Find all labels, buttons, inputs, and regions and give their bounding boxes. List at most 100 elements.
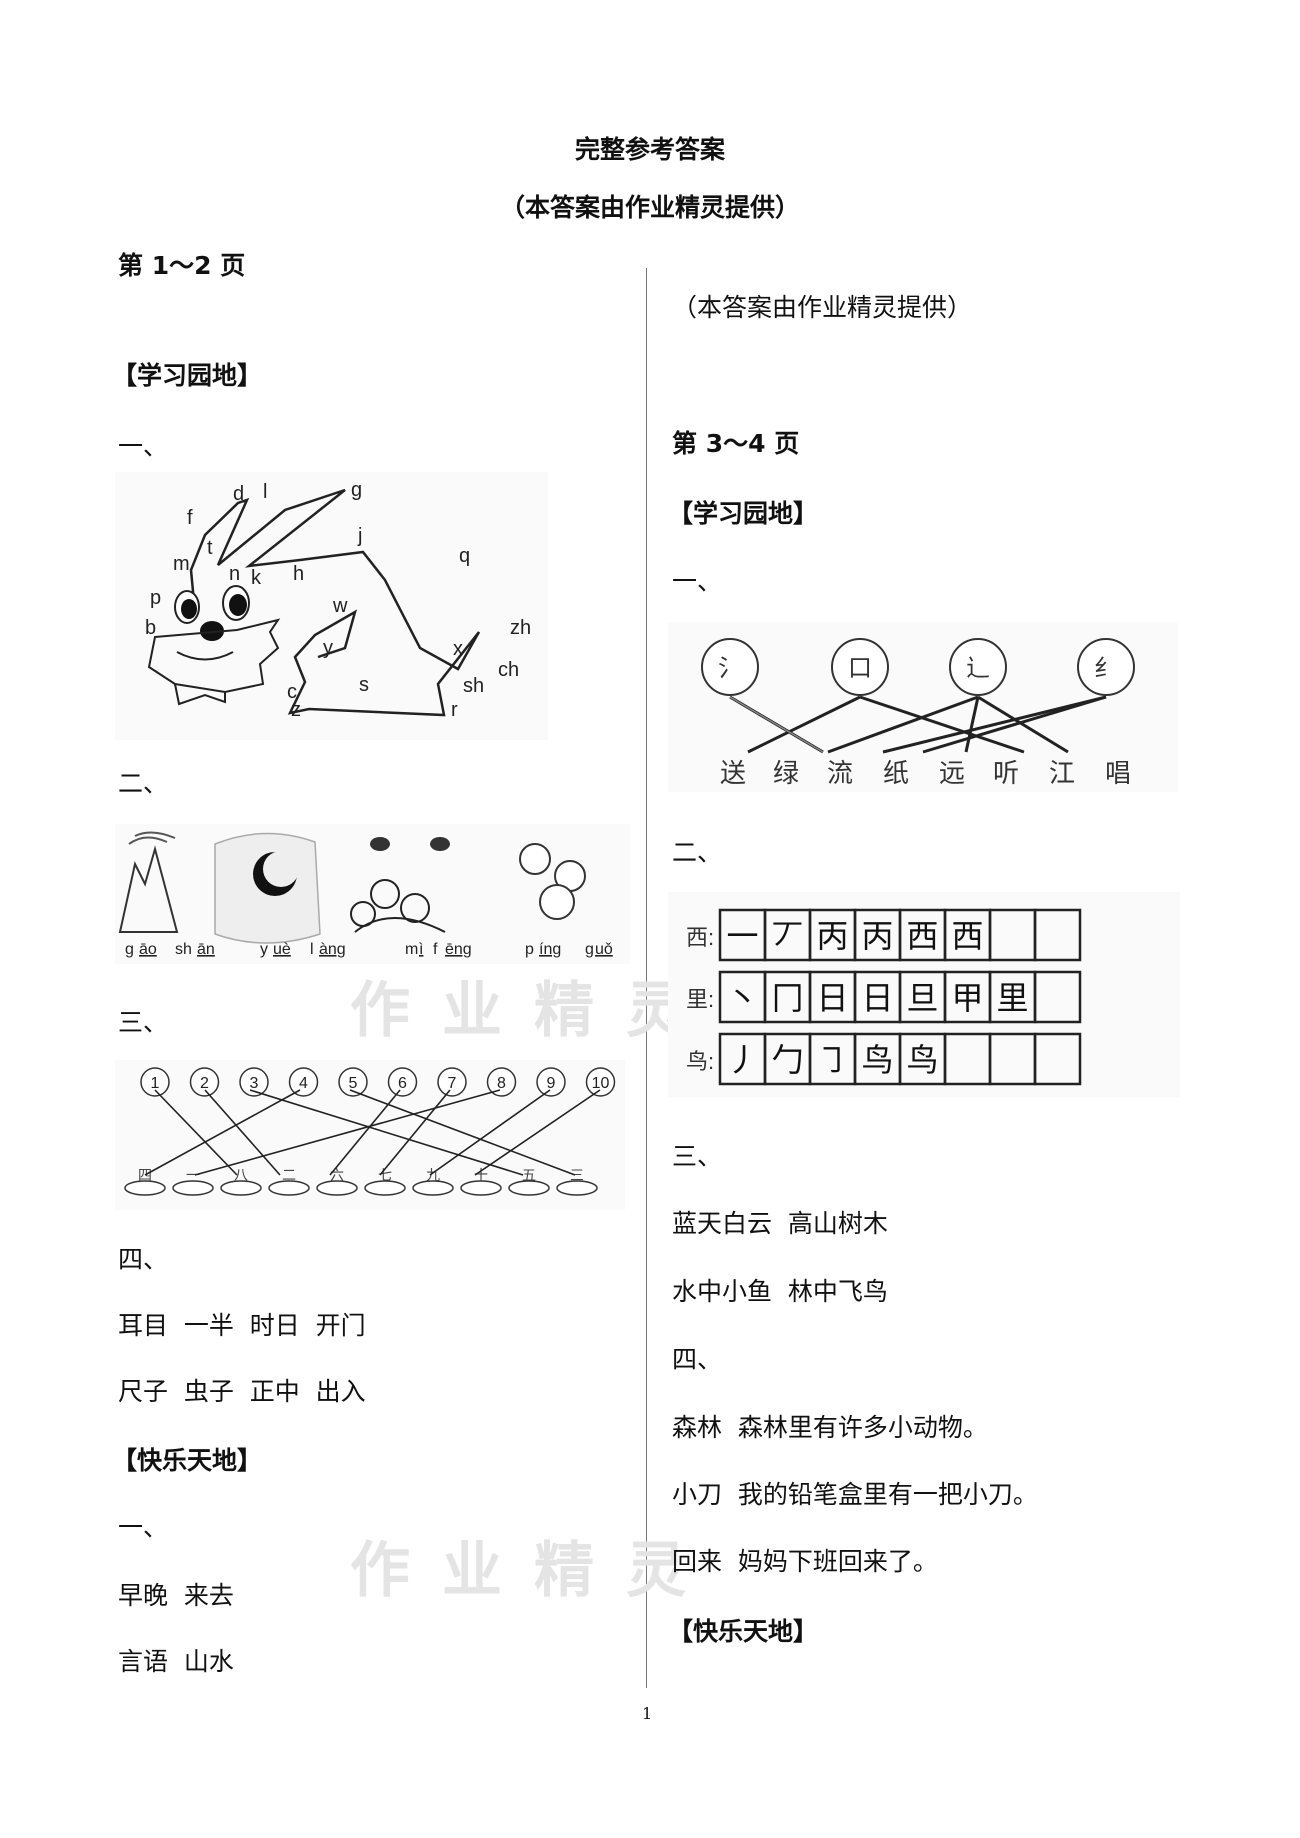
bowl-icon [220, 1180, 262, 1196]
apple-number: 3 [250, 1075, 259, 1092]
radical-word: 远 [939, 758, 965, 788]
apple-number: 7 [448, 1075, 457, 1092]
bowl-numeral: 八 [234, 1167, 248, 1183]
apple-icon [486, 1067, 517, 1097]
bowl-icon [508, 1180, 550, 1196]
rabbit-letter: sh [463, 675, 484, 697]
right-q3-label: 三、 [672, 1142, 723, 1171]
apple-number: 9 [547, 1075, 556, 1092]
bowl-numeral: 三 [570, 1167, 584, 1183]
apple-number: 2 [200, 1075, 209, 1092]
left-q3-label: 三、 [118, 1008, 169, 1037]
radical-word: 听 [993, 758, 1019, 788]
pinyin-initial: p [525, 941, 534, 958]
right-q3-answer-line1: 蓝天白云 高山树木 [672, 1209, 888, 1238]
rabbit-letter: q [459, 545, 470, 567]
rabbit-letter: w [332, 595, 348, 617]
apple-number: 10 [592, 1075, 610, 1092]
rabbit-letter: g [351, 479, 362, 501]
watermark-text: 作业精灵 [350, 976, 718, 1046]
rabbit-letter: ch [498, 659, 519, 681]
rabbit-letter: f [187, 507, 193, 529]
left-q5-label: 一、 [118, 1513, 169, 1542]
stroke-step: 丶 [726, 980, 758, 1016]
pinyin-initial: y [260, 941, 268, 958]
stroke-step: 西 [906, 918, 938, 954]
radical: 辶 [966, 655, 990, 682]
stroke-step: 丆 [771, 918, 803, 954]
rabbit-letter: z [291, 699, 301, 721]
document-subtitle: （本答案由作业精灵提供） [499, 193, 800, 222]
right-note: （本答案由作业精灵提供） [672, 293, 973, 322]
apple-icon [140, 1067, 170, 1097]
apple-icon [437, 1067, 467, 1097]
right-section-fun: 【快乐天地】 [668, 1617, 819, 1646]
stroke-cell [1033, 970, 1082, 1024]
apple-icon [585, 1067, 616, 1097]
bowl-numeral: 一 [186, 1167, 200, 1183]
stroke-row-char: 西: [686, 925, 714, 950]
bowl-numeral: 十 [474, 1167, 488, 1183]
stroke-step: 鸟 [861, 1042, 893, 1078]
stroke-step: ㇆ [816, 1042, 848, 1078]
pinyin-final: āo [139, 941, 157, 958]
stroke-step: 日 [816, 980, 848, 1016]
stroke-step: 勹 [771, 1042, 803, 1078]
left-q5-answer-line1: 早晚 来去 [118, 1581, 234, 1610]
pinyin-initial: g [585, 941, 594, 958]
right-q3-answer-line2: 水中小鱼 林中飞鸟 [672, 1277, 888, 1306]
left-q4-answer-line2: 尺子 虫子 正中 出入 [118, 1377, 366, 1406]
apple-icon [519, 843, 586, 920]
radical: 口 [848, 655, 872, 682]
rabbit-letter: r [451, 699, 458, 721]
pinyin-initial: f [433, 941, 438, 958]
stroke-step: 旦 [906, 980, 938, 1016]
left-q4-answer-line1: 耳目 一半 时日 开门 [118, 1311, 366, 1340]
pinyin-final: uè [273, 941, 291, 958]
rabbit-letter: zh [510, 617, 531, 639]
right-q4-answer-line3: 回来 妈妈下班回来了。 [672, 1547, 938, 1576]
rabbit-letter: n [229, 563, 240, 585]
stroke-step: 冂 [771, 980, 803, 1016]
left-q2-label: 二、 [118, 769, 169, 798]
right-page-title: 第 3～4 页 [672, 429, 800, 458]
bowl-icon [316, 1180, 358, 1196]
radical-matching: 氵 口 辶 纟 送 绿 流 纸 远 听 江 唱 [668, 622, 1178, 792]
radical-word: 唱 [1105, 758, 1131, 788]
pinyin-initial: g [125, 941, 134, 958]
rabbit-dot-figure: d l g f t j m n k h q p w zh b y x ch c … [115, 472, 548, 740]
pinyin-final: àng [319, 941, 346, 958]
bowl-numeral: 二 [282, 1167, 296, 1183]
right-q4-answer-line1: 森林 森林里有许多小动物。 [672, 1413, 988, 1442]
apple-number: 8 [497, 1075, 506, 1092]
apple-number: 1 [151, 1075, 160, 1092]
stroke-cell [1033, 1032, 1082, 1086]
stroke-step: 甲 [951, 980, 983, 1016]
rabbit-letter: j [357, 525, 362, 547]
radical: 氵 [718, 655, 742, 682]
pinyin-initial: sh [175, 941, 192, 958]
right-q4-label: 四、 [672, 1345, 723, 1374]
left-q5-answer-line2: 言语 山水 [118, 1647, 234, 1676]
bowl-icon [172, 1180, 214, 1196]
stroke-step: 西 [951, 918, 983, 954]
stroke-row-char: 鸟: [686, 1049, 714, 1074]
rabbit-letter: y [323, 637, 333, 659]
rabbit-letter: k [251, 567, 262, 589]
stroke-step: 丙 [861, 918, 893, 954]
radical-word: 绿 [773, 758, 799, 788]
apple-number: 5 [349, 1075, 358, 1092]
left-section-study: 【学习园地】 [112, 361, 263, 390]
rabbit-letter: m [173, 553, 190, 575]
left-page-title: 第 1～2 页 [118, 251, 246, 280]
apple-icon [387, 1067, 418, 1097]
apple-icon [288, 1067, 319, 1097]
stroke-order-grid: 西:一丆丙丙西西里:丶冂日日旦甲里鸟:丿勹㇆鸟鸟 [668, 892, 1180, 1097]
rabbit-letter: l [263, 481, 267, 503]
radical-word: 纸 [883, 758, 909, 788]
left-section-fun: 【快乐天地】 [112, 1446, 263, 1475]
pinyin-final: ān [197, 941, 215, 958]
rabbit-letter: t [207, 537, 213, 559]
stroke-cell [1033, 908, 1082, 962]
stroke-step: 里 [996, 980, 1028, 1016]
